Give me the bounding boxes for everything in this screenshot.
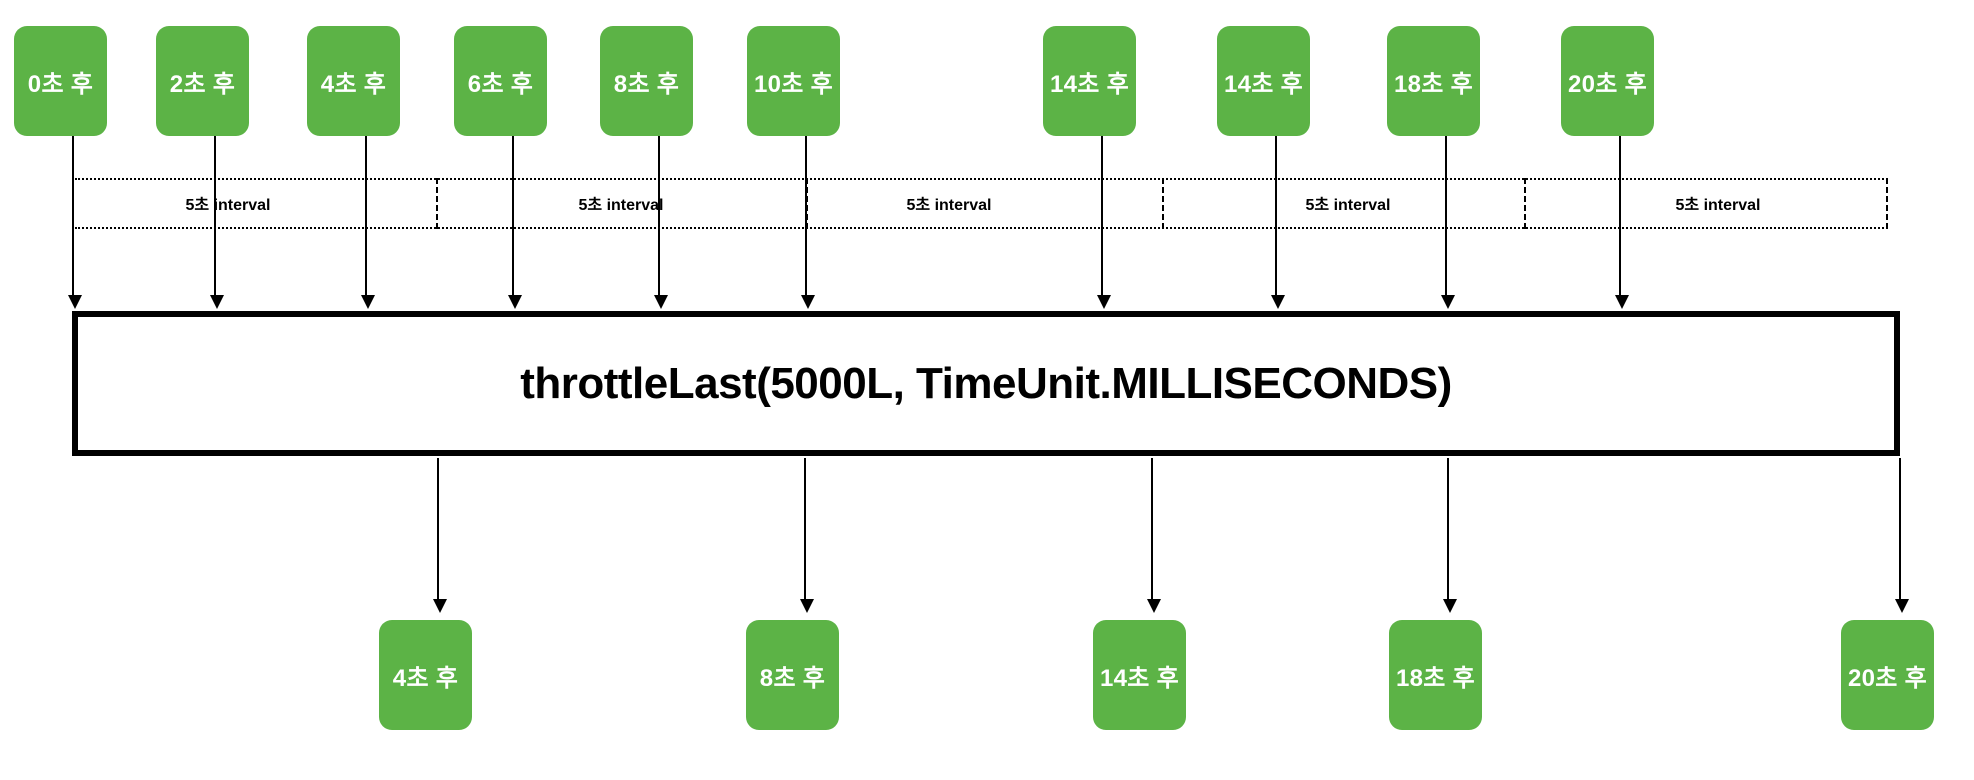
interval-label: 5초 interval (578, 197, 664, 214)
input-arrow (209, 136, 224, 309)
input-arrow (653, 136, 668, 309)
output-event-box[interactable]: 18초 후 (1389, 620, 1482, 730)
interval-label: 5초 interval (1675, 197, 1761, 214)
input-event-box[interactable]: 6초 후 (454, 26, 547, 136)
input-event-box[interactable]: 20초 후 (1561, 26, 1654, 136)
input-arrow (1270, 136, 1285, 309)
operator-label: throttleLast(5000L, TimeUnit.MILLISECOND… (520, 358, 1452, 408)
output-arrow (799, 458, 814, 613)
interval-band (75, 178, 1888, 229)
input-arrow (507, 136, 522, 309)
output-arrow (1146, 458, 1161, 613)
input-event-box[interactable]: 0초 후 (14, 26, 107, 136)
input-arrow (67, 136, 82, 309)
interval-label: 5초 interval (1305, 197, 1391, 214)
input-event-box[interactable]: 18초 후 (1387, 26, 1480, 136)
input-event-box[interactable]: 2초 후 (156, 26, 249, 136)
output-arrow (1894, 458, 1909, 613)
interval-divider (806, 178, 808, 229)
interval-divider (1524, 178, 1526, 229)
output-event-box[interactable]: 20초 후 (1841, 620, 1934, 730)
output-event-box[interactable]: 4초 후 (379, 620, 472, 730)
interval-label: 5초 interval (185, 197, 271, 214)
interval-divider (436, 178, 438, 229)
input-arrow (800, 136, 815, 309)
input-event-box[interactable]: 8초 후 (600, 26, 693, 136)
input-event-box[interactable]: 10초 후 (747, 26, 840, 136)
input-arrow (1614, 136, 1629, 309)
input-arrow (1440, 136, 1455, 309)
interval-divider (1162, 178, 1164, 229)
input-arrow (360, 136, 375, 309)
operator-box[interactable]: throttleLast(5000L, TimeUnit.MILLISECOND… (72, 311, 1900, 456)
output-arrow (432, 458, 447, 613)
output-arrow (1442, 458, 1457, 613)
output-event-box[interactable]: 14초 후 (1093, 620, 1186, 730)
output-event-box[interactable]: 8초 후 (746, 620, 839, 730)
input-event-box[interactable]: 14초 후 (1043, 26, 1136, 136)
input-event-box[interactable]: 14초 후 (1217, 26, 1310, 136)
input-arrow (1096, 136, 1111, 309)
interval-label: 5초 interval (906, 197, 992, 214)
input-event-box[interactable]: 4초 후 (307, 26, 400, 136)
